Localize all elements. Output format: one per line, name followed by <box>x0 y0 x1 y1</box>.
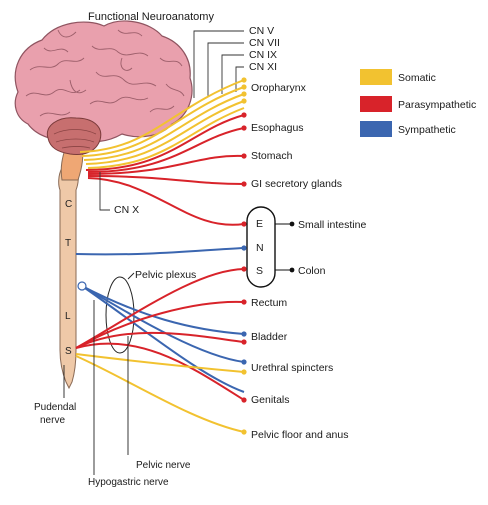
target-colon: Colon <box>298 265 326 277</box>
cn-ix-bracket <box>221 54 244 94</box>
legend-swatch-somatic <box>360 69 392 85</box>
legend-label-somatic: Somatic <box>398 72 436 84</box>
cn-vii-bracket <box>207 42 244 96</box>
cn-ix-label: CN IX <box>249 49 277 61</box>
parasympathetic-pelvic-fibers <box>75 268 245 401</box>
cn-x-label: CN X <box>114 204 139 216</box>
legend-swatch-parasympathetic <box>360 96 392 112</box>
pudendal-label-line1: Pudendal <box>34 402 76 413</box>
legend-label-parasympathetic: Parasympathetic <box>398 99 476 111</box>
genitals-dot <box>241 397 247 403</box>
colon-para-dot <box>241 266 247 272</box>
bladder-symp-dot <box>241 331 247 337</box>
target-oropharynx: Oropharynx <box>251 82 307 94</box>
diagram-title: Functional Neuroanatomy <box>88 11 214 23</box>
ens-letter-e: E <box>256 218 263 230</box>
segment-sacral: S <box>65 346 72 357</box>
oropharynx-vagus-dot <box>241 112 247 118</box>
cn-brackets <box>193 30 244 98</box>
vagus-fibers <box>85 114 245 226</box>
bladder-para-dot <box>241 339 247 345</box>
target-pelvic-floor: Pelvic floor and anus <box>251 429 348 441</box>
rectum-dot <box>241 299 247 305</box>
ens-vagus-dot <box>241 221 247 227</box>
cn-v-label: CN V <box>249 25 274 37</box>
legend: Somatic Parasympathetic Sympathetic <box>360 69 476 137</box>
cn-xi-label: CN XI <box>249 61 277 73</box>
target-genitals: Genitals <box>251 394 290 406</box>
hypogastric-label: Hypogastric nerve <box>88 477 169 488</box>
target-stomach: Stomach <box>251 150 293 162</box>
target-esophagus: Esophagus <box>251 122 304 134</box>
somatic-cranial-fibers <box>79 79 245 169</box>
esophagus-dot <box>241 125 247 131</box>
pelvic-floor-dot <box>241 429 247 435</box>
ens-letter-n: N <box>256 242 264 254</box>
legend-swatch-sympathetic <box>360 121 392 137</box>
ens-letter-s: S <box>256 265 263 277</box>
sympathetic-ens-fiber <box>75 247 245 256</box>
cn-v-bracket <box>193 30 244 98</box>
somatic-pelvic-fibers <box>75 353 245 433</box>
pelvic-nerve-label: Pelvic nerve <box>136 460 191 471</box>
ens-capsule <box>246 206 276 288</box>
segment-cervical: C <box>65 199 72 210</box>
segment-lumbar: L <box>65 311 71 322</box>
ganglion-marker <box>77 281 87 291</box>
target-gi-secretory: GI secretory glands <box>251 178 342 190</box>
spinal-cord <box>58 167 79 390</box>
target-small-intestine: Small intestine <box>298 219 366 231</box>
urethral-somatic-dot <box>241 369 247 375</box>
target-bladder: Bladder <box>251 331 288 343</box>
cn-x-pointer <box>99 172 110 211</box>
somatic-endpoints <box>241 77 247 104</box>
urethral-symp-dot <box>241 359 247 365</box>
target-urethral: Urethral spincters <box>251 362 333 374</box>
segment-thoracic: T <box>65 238 71 249</box>
pudendal-label-line2: nerve <box>40 415 65 426</box>
target-rectum: Rectum <box>251 297 287 309</box>
cerebellum <box>46 117 102 155</box>
pelvic-plexus-ellipse <box>105 276 135 354</box>
legend-label-sympathetic: Sympathetic <box>398 124 456 136</box>
stomach-dot <box>241 153 247 159</box>
pelvic-plexus-label: Pelvic plexus <box>135 269 196 281</box>
cn-vii-label: CN VII <box>249 37 280 49</box>
sympathetic-pelvic-fibers <box>81 285 245 393</box>
gi-dot <box>241 181 247 187</box>
brain-gyri <box>25 29 185 117</box>
